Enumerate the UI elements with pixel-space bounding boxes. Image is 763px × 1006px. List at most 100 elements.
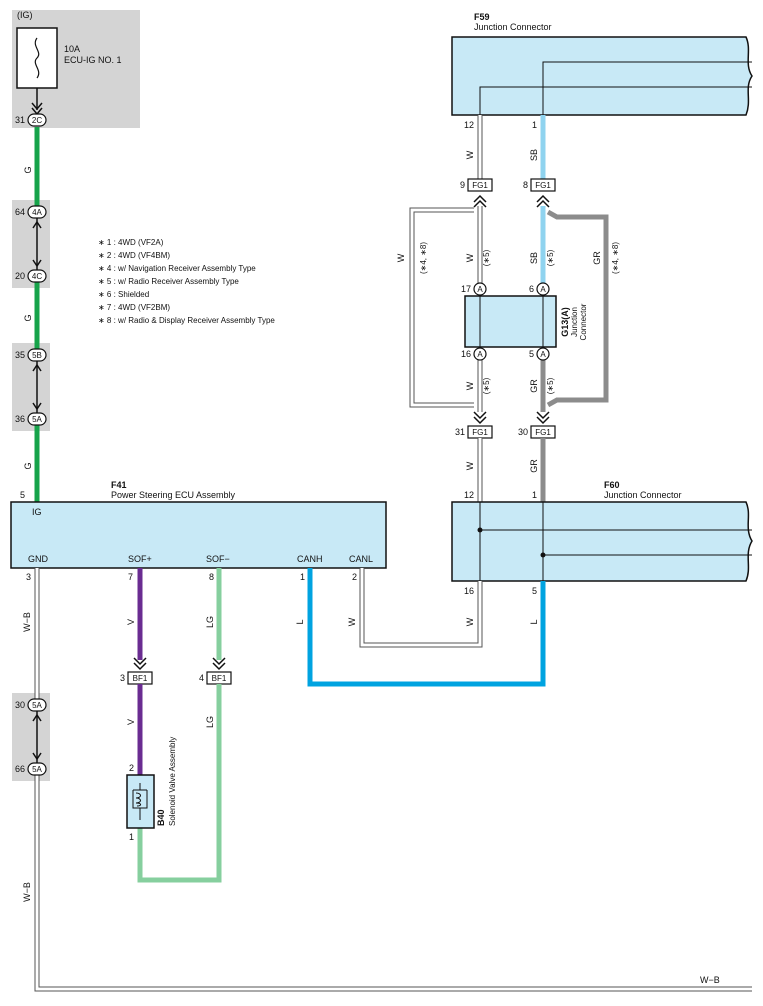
conn-4a-pin: 64 xyxy=(15,207,25,217)
svg-text:A: A xyxy=(540,285,546,294)
g13-code: G13(A) xyxy=(560,307,570,337)
conn-2c-pin: 31 xyxy=(15,115,25,125)
fuse-name: ECU-IG NO. 1 xyxy=(64,55,122,65)
fg1-31-pin: 31 xyxy=(455,427,465,437)
wire-label-sb-2: SB xyxy=(529,252,539,264)
b40-pin2: 2 xyxy=(129,763,134,773)
conn-4a-label: 4A xyxy=(32,208,42,217)
f41-pin-gnd: 3 xyxy=(26,572,31,582)
wire-label-lg-2: LG xyxy=(205,716,215,728)
note-2: ∗ 2 : 4WD (VF4BM) xyxy=(98,251,170,260)
b40-code: B40 xyxy=(156,809,166,826)
cond-48-right: (∗4, ∗8) xyxy=(611,242,620,274)
b40-name: Solenoid Valve Assembly xyxy=(168,737,177,826)
cond-5-2: (∗5) xyxy=(546,249,555,266)
fg1-8-pin: 8 xyxy=(523,180,528,190)
g13-pin17: 17 xyxy=(461,284,471,294)
svg-text:A: A xyxy=(477,285,483,294)
f60-box xyxy=(451,501,753,582)
cond-5-4: (∗5) xyxy=(546,377,555,394)
g13-box xyxy=(464,295,557,348)
f60-code: F60 xyxy=(604,480,620,490)
wire-label-l-1: L xyxy=(295,619,305,624)
f60-pin-gr-top: 1 xyxy=(532,490,537,500)
g13-pin16: 16 xyxy=(461,349,471,359)
f41-pin-canl: 2 xyxy=(352,572,357,582)
fg1-30-label: FG1 xyxy=(535,428,551,437)
bf1-3-label: BF1 xyxy=(133,674,148,683)
wire-label-gr-loop: GR xyxy=(592,251,602,265)
f59-box xyxy=(451,36,753,116)
f59-name: Junction Connector xyxy=(474,22,552,32)
left-connectors: 2C 31 4A 64 4C 20 5B 35 5A 36 xyxy=(15,113,47,426)
wire-label-wb-2: W−B xyxy=(22,882,32,902)
f59-pin-w: 12 xyxy=(464,120,474,130)
f41-name: Power Steering ECU Assembly xyxy=(111,490,236,500)
wire-label-w-4: W xyxy=(465,461,475,470)
svg-text:A: A xyxy=(540,350,546,359)
f59-pin-sb: 1 xyxy=(532,120,537,130)
f60-name: Junction Connector xyxy=(604,490,682,500)
wire-label-gr-2: GR xyxy=(529,459,539,473)
wire-label-lg-1: LG xyxy=(205,616,215,628)
wire-label-l-2: L xyxy=(529,619,539,624)
note-1: ∗ 1 : 4WD (VF2A) xyxy=(98,238,164,247)
svg-text:A: A xyxy=(477,350,483,359)
f41-code: F41 xyxy=(111,480,127,490)
wire-label-w-1: W xyxy=(465,150,475,159)
conn-5a-low1-pin: 30 xyxy=(15,700,25,710)
fg1-30-pin: 30 xyxy=(518,427,528,437)
bf1-4-label: BF1 xyxy=(212,674,227,683)
f41-gnd: GND xyxy=(28,554,49,564)
g13-name1: Junction xyxy=(570,307,579,337)
f41-canh: CANH xyxy=(297,554,323,564)
note-5: ∗ 6 : Shielded xyxy=(98,290,149,299)
wire-label-sb-1: SB xyxy=(529,149,539,161)
canh-wire xyxy=(307,568,546,687)
fuse-rating: 10A xyxy=(64,44,80,54)
wire-label-wb-1: W−B xyxy=(22,612,32,632)
wire-label-w-5: W xyxy=(347,617,357,626)
bf1-4-pin: 4 xyxy=(199,673,204,683)
f60-pin-w-bot: 16 xyxy=(464,586,474,596)
cond-5-3: (∗5) xyxy=(482,377,491,394)
fg1-8-label: FG1 xyxy=(535,181,551,190)
f60-pin-w-top: 12 xyxy=(464,490,474,500)
f41-pin-sofp: 7 xyxy=(128,572,133,582)
g13-name2: Connector xyxy=(579,303,588,340)
f59-code: F59 xyxy=(474,12,490,22)
solenoid-coil-icon xyxy=(135,792,142,807)
f41-sofp: SOF+ xyxy=(128,554,152,564)
conn-5a-top-label: 5A xyxy=(32,415,42,424)
f41-sofm: SOF− xyxy=(206,554,230,564)
f41-box xyxy=(10,501,387,569)
wire-label-w-6: W xyxy=(465,617,475,626)
fg1-31-label: FG1 xyxy=(472,428,488,437)
wire-label-g-1: G xyxy=(23,166,33,173)
cond-48-left: (∗4, ∗8) xyxy=(419,242,428,274)
canl-wire xyxy=(360,568,482,647)
f41-pin-sofm: 8 xyxy=(209,572,214,582)
wire-label-gr-1: GR xyxy=(529,379,539,393)
f41-pin-canh: 1 xyxy=(300,572,305,582)
conn-5b-label: 5B xyxy=(32,351,42,360)
conn-5a-low2-label: 5A xyxy=(32,765,42,774)
note-4: ∗ 5 : w/ Radio Receiver Assembly Type xyxy=(98,277,239,286)
notes-list: ∗ 1 : 4WD (VF2A) ∗ 2 : 4WD (VF4BM) ∗ 4 :… xyxy=(98,238,275,325)
conn-4c-label: 4C xyxy=(32,272,42,281)
wire-label-g-2: G xyxy=(23,314,33,321)
conn-2c-label: 2C xyxy=(32,116,42,125)
conn-5b-pin: 35 xyxy=(15,350,25,360)
cond-5-1: (∗5) xyxy=(482,249,491,266)
fg1-9-pin: 9 xyxy=(460,180,465,190)
fg1-9-label: FG1 xyxy=(472,181,488,190)
conn-5a-top-pin: 36 xyxy=(15,414,25,424)
g13-pin6: 6 xyxy=(529,284,534,294)
wire-label-w-2: W xyxy=(465,253,475,262)
f60-pin-l-bot: 5 xyxy=(532,586,537,596)
note-6: ∗ 7 : 4WD (VF2BM) xyxy=(98,303,170,312)
fuse-circuit-label: (IG) xyxy=(17,10,33,20)
g13-pin5: 5 xyxy=(529,349,534,359)
wire-label-v-1: V xyxy=(126,619,136,625)
